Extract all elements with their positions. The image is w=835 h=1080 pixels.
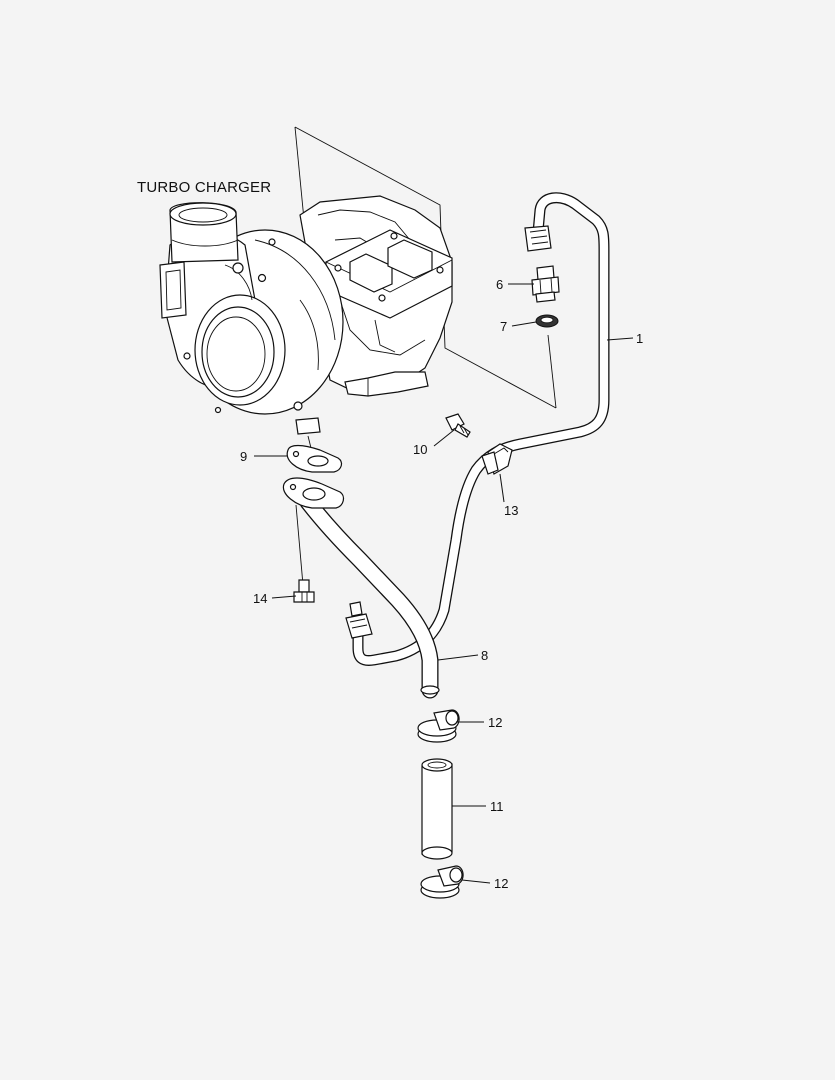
bolt	[445, 413, 471, 438]
callout-6: 6	[496, 277, 504, 292]
callout-12-upper: 12	[488, 715, 503, 730]
callout-8: 8	[481, 648, 489, 663]
hose-clamp-lower	[420, 865, 464, 899]
hose	[421, 758, 453, 860]
flange-bolt	[293, 579, 315, 603]
callout-leaders	[254, 283, 634, 884]
callout-13: 13	[504, 503, 519, 518]
adapter-fitting	[531, 265, 560, 303]
callout-10: 10	[413, 442, 428, 457]
turbocharger-label: TURBO CHARGER	[137, 179, 272, 196]
callout-11: 11	[490, 799, 504, 814]
callout-9: 9	[240, 449, 248, 464]
oil-drain-pipe	[282, 477, 440, 699]
callout-12-lower: 12	[494, 876, 509, 891]
gasket	[286, 444, 343, 473]
callout-14: 14	[253, 591, 268, 606]
callout-1: 1	[636, 331, 644, 346]
pipe-clip	[481, 443, 513, 475]
turbocharger-assembly	[159, 126, 557, 435]
hose-clamp-upper	[417, 709, 460, 743]
o-ring	[535, 314, 559, 328]
callout-7: 7	[500, 319, 508, 334]
